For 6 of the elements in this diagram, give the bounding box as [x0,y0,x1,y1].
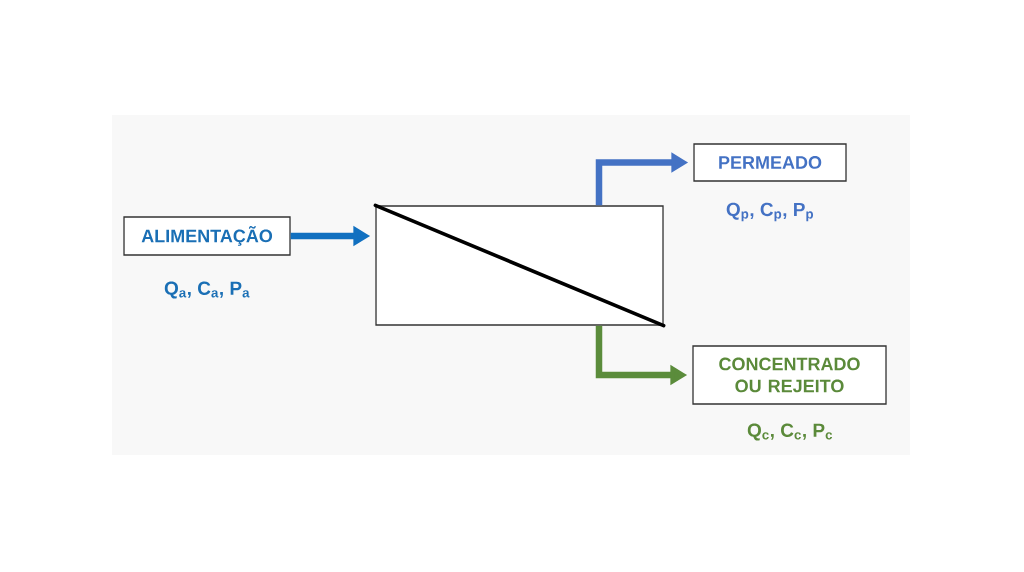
stream-box: CONCENTRADO OU REJEITO [692,345,887,405]
flow-variables: Q$_{c}$, C$_{c}$, P$_{c}$ [747,423,833,441]
stream-box: PERMEADO [693,143,847,182]
flow-variables: Q$_{p}$, C$_{p}$, P$_{p}$ [726,202,814,222]
stream-box: ALIMENTAÇÃO [123,216,291,256]
flow-variables: Q$_{a}$, C$_{a}$, P$_{a}$ [164,281,250,299]
